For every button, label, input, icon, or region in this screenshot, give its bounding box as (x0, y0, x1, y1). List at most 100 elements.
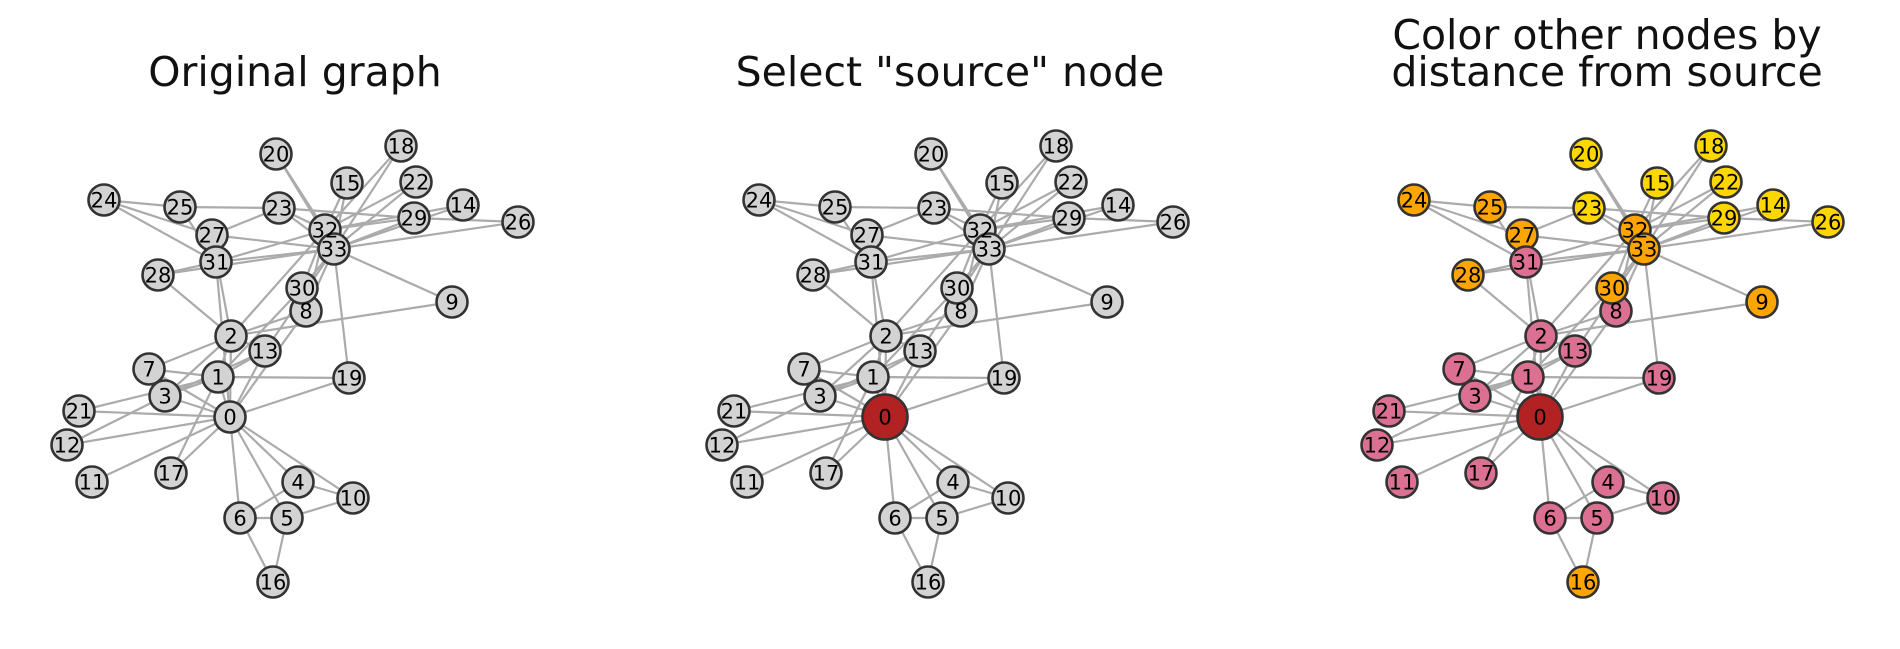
node-label-3: 3 (1468, 385, 1481, 409)
node-label-9: 9 (1100, 291, 1113, 315)
node-1 (201, 360, 235, 394)
node-31 (199, 245, 233, 279)
edge-19-33 (987, 248, 1006, 379)
panel-title-line: distance from source (1391, 48, 1823, 96)
node-7 (787, 352, 821, 386)
edge-3-12 (721, 395, 821, 446)
edge-3-12 (1376, 395, 1476, 446)
edge-18-33 (333, 145, 402, 250)
node-22 (399, 165, 433, 199)
node-7 (132, 352, 166, 386)
node-label-13: 13 (1562, 340, 1589, 364)
node-2 (869, 319, 903, 353)
node-label-6: 6 (233, 507, 246, 531)
node-9 (435, 285, 469, 319)
node-22 (1054, 165, 1088, 199)
node-label-30: 30 (1599, 277, 1626, 301)
node-label-0: 0 (223, 406, 236, 430)
node-26 (501, 205, 535, 239)
node-33 (1627, 232, 1661, 266)
edge-23-29 (278, 206, 415, 220)
node-label-17: 17 (158, 462, 185, 486)
node-26 (1156, 205, 1190, 239)
node-15 (985, 166, 1019, 200)
node-13 (1558, 334, 1592, 368)
node-label-16: 16 (1570, 571, 1597, 595)
node-12 (705, 428, 739, 462)
node-3 (1458, 379, 1492, 413)
node-29 (1052, 201, 1086, 235)
node-label-9: 9 (1755, 291, 1768, 315)
node-29 (397, 201, 431, 235)
panel-title-line: Color other nodes by (1392, 11, 1822, 59)
node-label-20: 20 (263, 143, 290, 167)
edge-1-19 (217, 375, 350, 380)
edge-9-33 (1643, 247, 1763, 304)
node-label-29: 29 (1711, 207, 1738, 231)
node-label-18: 18 (388, 135, 415, 159)
edge-18-33 (988, 145, 1057, 250)
edge-22-32 (979, 181, 1072, 231)
node-9 (1745, 285, 1779, 319)
edge-22-32 (1634, 181, 1727, 231)
node-label-10: 10 (1650, 487, 1677, 511)
node-16 (1566, 565, 1600, 599)
node-label-26: 26 (505, 211, 532, 235)
node-label-32: 32 (312, 219, 339, 243)
node-10 (1646, 481, 1680, 515)
node-2 (214, 319, 248, 353)
node-33 (317, 232, 351, 266)
panel-title-original: Original graph (148, 52, 442, 93)
edge-1-19 (1527, 375, 1660, 380)
node-label-19: 19 (336, 367, 363, 391)
node-19 (332, 361, 366, 395)
node-6 (878, 501, 912, 535)
node-23 (917, 191, 951, 225)
node-label-10: 10 (995, 487, 1022, 511)
node-3 (803, 379, 837, 413)
node-label-5: 5 (1590, 507, 1603, 531)
node-label-18: 18 (1698, 135, 1725, 159)
node-label-26: 26 (1160, 211, 1187, 235)
node-0 (213, 400, 247, 434)
edge-24-31 (103, 199, 217, 263)
node-label-10: 10 (340, 487, 367, 511)
node-label-18: 18 (1043, 135, 1070, 159)
node-label-14: 14 (450, 194, 477, 218)
node-label-3: 3 (813, 385, 826, 409)
node-label-6: 6 (1543, 507, 1556, 531)
node-24 (1397, 183, 1431, 217)
node-label-32: 32 (967, 219, 994, 243)
node-23 (1572, 191, 1606, 225)
node-label-17: 17 (1468, 462, 1495, 486)
edge-0-12 (1376, 415, 1541, 447)
edge-26-33 (333, 220, 519, 251)
node-label-15: 15 (989, 172, 1016, 196)
edge-19-33 (332, 248, 351, 379)
node-label-19: 19 (1646, 367, 1673, 391)
node-5 (925, 501, 959, 535)
edge-0-10 (1539, 416, 1664, 499)
node-label-11: 11 (79, 471, 106, 495)
node-0 (861, 393, 909, 441)
edge-31-33 (870, 247, 990, 264)
node-label-21: 21 (1376, 400, 1403, 424)
node-10 (336, 481, 370, 515)
node-16 (911, 565, 945, 599)
node-17 (809, 456, 843, 490)
node-label-11: 11 (1389, 471, 1416, 495)
node-label-1: 1 (866, 366, 879, 390)
node-14 (446, 188, 480, 222)
node-20 (1569, 137, 1603, 171)
node-label-16: 16 (915, 571, 942, 595)
node-label-12: 12 (54, 434, 81, 458)
node-label-13: 13 (907, 340, 934, 364)
edge-0-19 (229, 376, 350, 419)
node-label-7: 7 (142, 358, 155, 382)
node-25 (163, 190, 197, 224)
edge-23-29 (933, 206, 1070, 220)
edge-27-33 (1521, 233, 1645, 251)
